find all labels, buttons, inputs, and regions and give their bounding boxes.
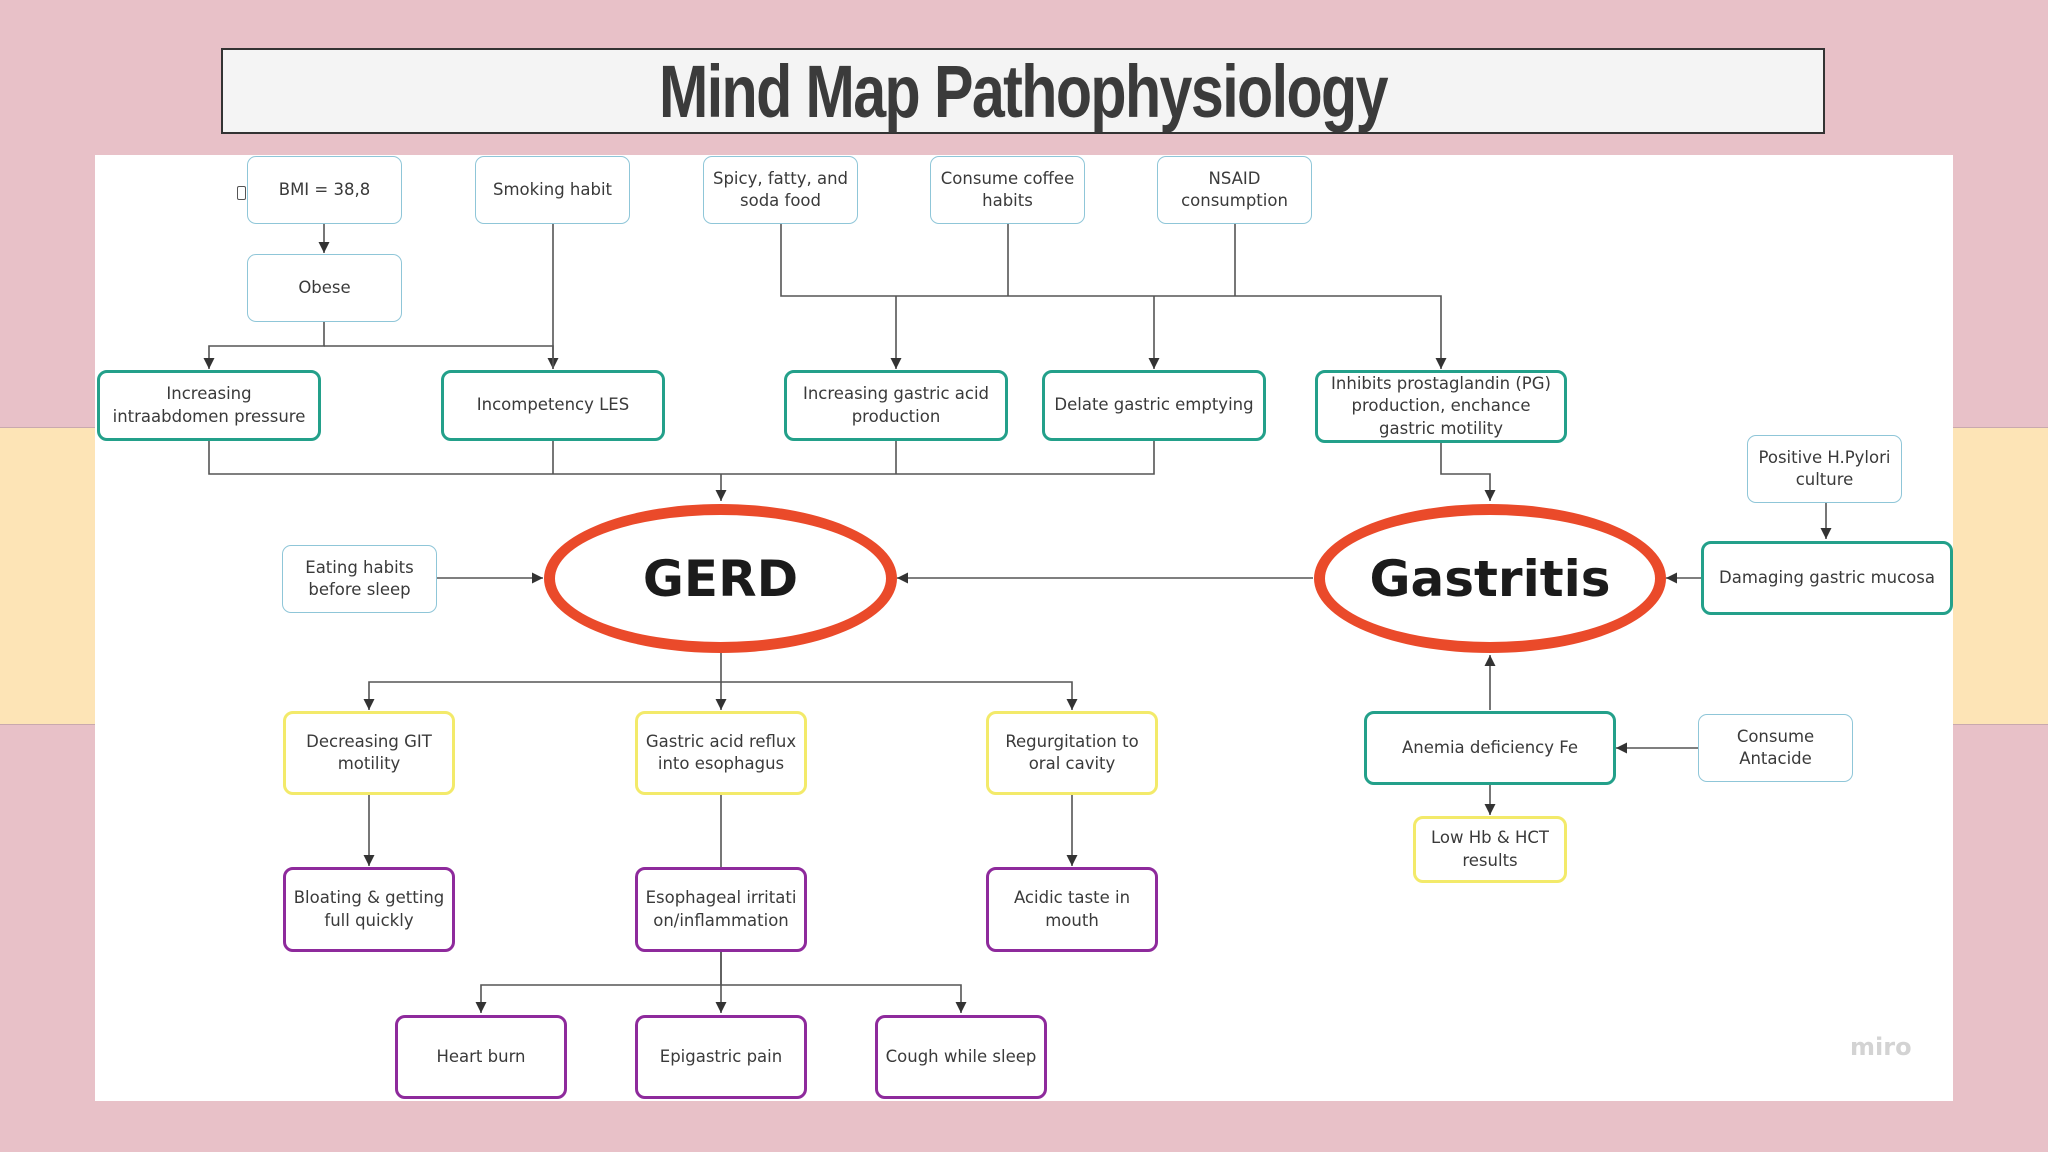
node-spicy[interactable]: Spicy, fatty, and soda food <box>703 156 858 224</box>
edge-obese-split <box>203 322 325 369</box>
node-bmi[interactable]: BMI = 38,8 <box>247 156 402 224</box>
cursor-icon <box>237 186 246 200</box>
node-bloating[interactable]: Bloating & getting full quickly <box>283 867 455 952</box>
node-acidic[interactable]: Acidic taste in mouth <box>986 867 1158 952</box>
node-smoking[interactable]: Smoking habit <box>475 156 630 224</box>
edge-gerd-signs <box>363 653 722 710</box>
edge-esophageal-split <box>475 952 722 1013</box>
edge-spicy-bus <box>780 224 1447 369</box>
node-gerd[interactable]: GERD <box>544 504 897 653</box>
node-coffee[interactable]: Consume coffee habits <box>930 156 1085 224</box>
edge-inhibits-gastritis <box>1440 443 1496 501</box>
miro-watermark: miro <box>1850 1033 1912 1061</box>
edge-obese-incompetency <box>324 345 559 369</box>
node-intraabdomen[interactable]: Increasing intraabdomen pressure <box>97 370 321 441</box>
node-delate[interactable]: Delate gastric emptying <box>1042 370 1266 441</box>
edge-mech-bus <box>208 441 1155 475</box>
node-eating[interactable]: Eating habits before sleep <box>282 545 437 613</box>
node-decreasing-git[interactable]: Decreasing GIT motility <box>283 711 455 795</box>
node-gastric-acid[interactable]: Increasing gastric acid production <box>784 370 1008 441</box>
node-incompetency[interactable]: Incompetency LES <box>441 370 665 441</box>
node-anemia[interactable]: Anemia deficiency Fe <box>1364 711 1616 785</box>
connector-lines <box>203 224 1832 1013</box>
edge-gerd-regurgitation <box>721 681 1078 710</box>
node-inhibits[interactable]: Inhibits prostaglandin (PG) production, … <box>1315 370 1567 443</box>
node-heartburn[interactable]: Heart burn <box>395 1015 567 1099</box>
node-cough[interactable]: Cough while sleep <box>875 1015 1047 1099</box>
node-reflux[interactable]: Gastric acid reflux into esophagus <box>635 711 807 795</box>
node-nsaid[interactable]: NSAID consumption <box>1157 156 1312 224</box>
node-esophageal[interactable]: Esophageal irritation/inflammation <box>635 867 807 952</box>
node-antacide[interactable]: Consume Antacide <box>1698 714 1853 782</box>
node-damaging[interactable]: Damaging gastric mucosa <box>1701 541 1953 615</box>
node-hpylori[interactable]: Positive H.Pylori culture <box>1747 435 1902 503</box>
mind-map-board: BMI = 38,8 Obese Smoking habit Spicy, fa… <box>95 155 1953 1101</box>
edge-esophageal-cough <box>721 984 967 1013</box>
node-epigastric[interactable]: Epigastric pain <box>635 1015 807 1099</box>
page-title: Mind Map Pathophysiology <box>659 49 1389 133</box>
node-low-hb[interactable]: Low Hb & HCT results <box>1413 816 1567 883</box>
title-box: Mind Map Pathophysiology <box>221 48 1825 134</box>
node-gastritis[interactable]: Gastritis <box>1314 504 1666 653</box>
node-regurgitation[interactable]: Regurgitation to oral cavity <box>986 711 1158 795</box>
node-obese[interactable]: Obese <box>247 254 402 322</box>
